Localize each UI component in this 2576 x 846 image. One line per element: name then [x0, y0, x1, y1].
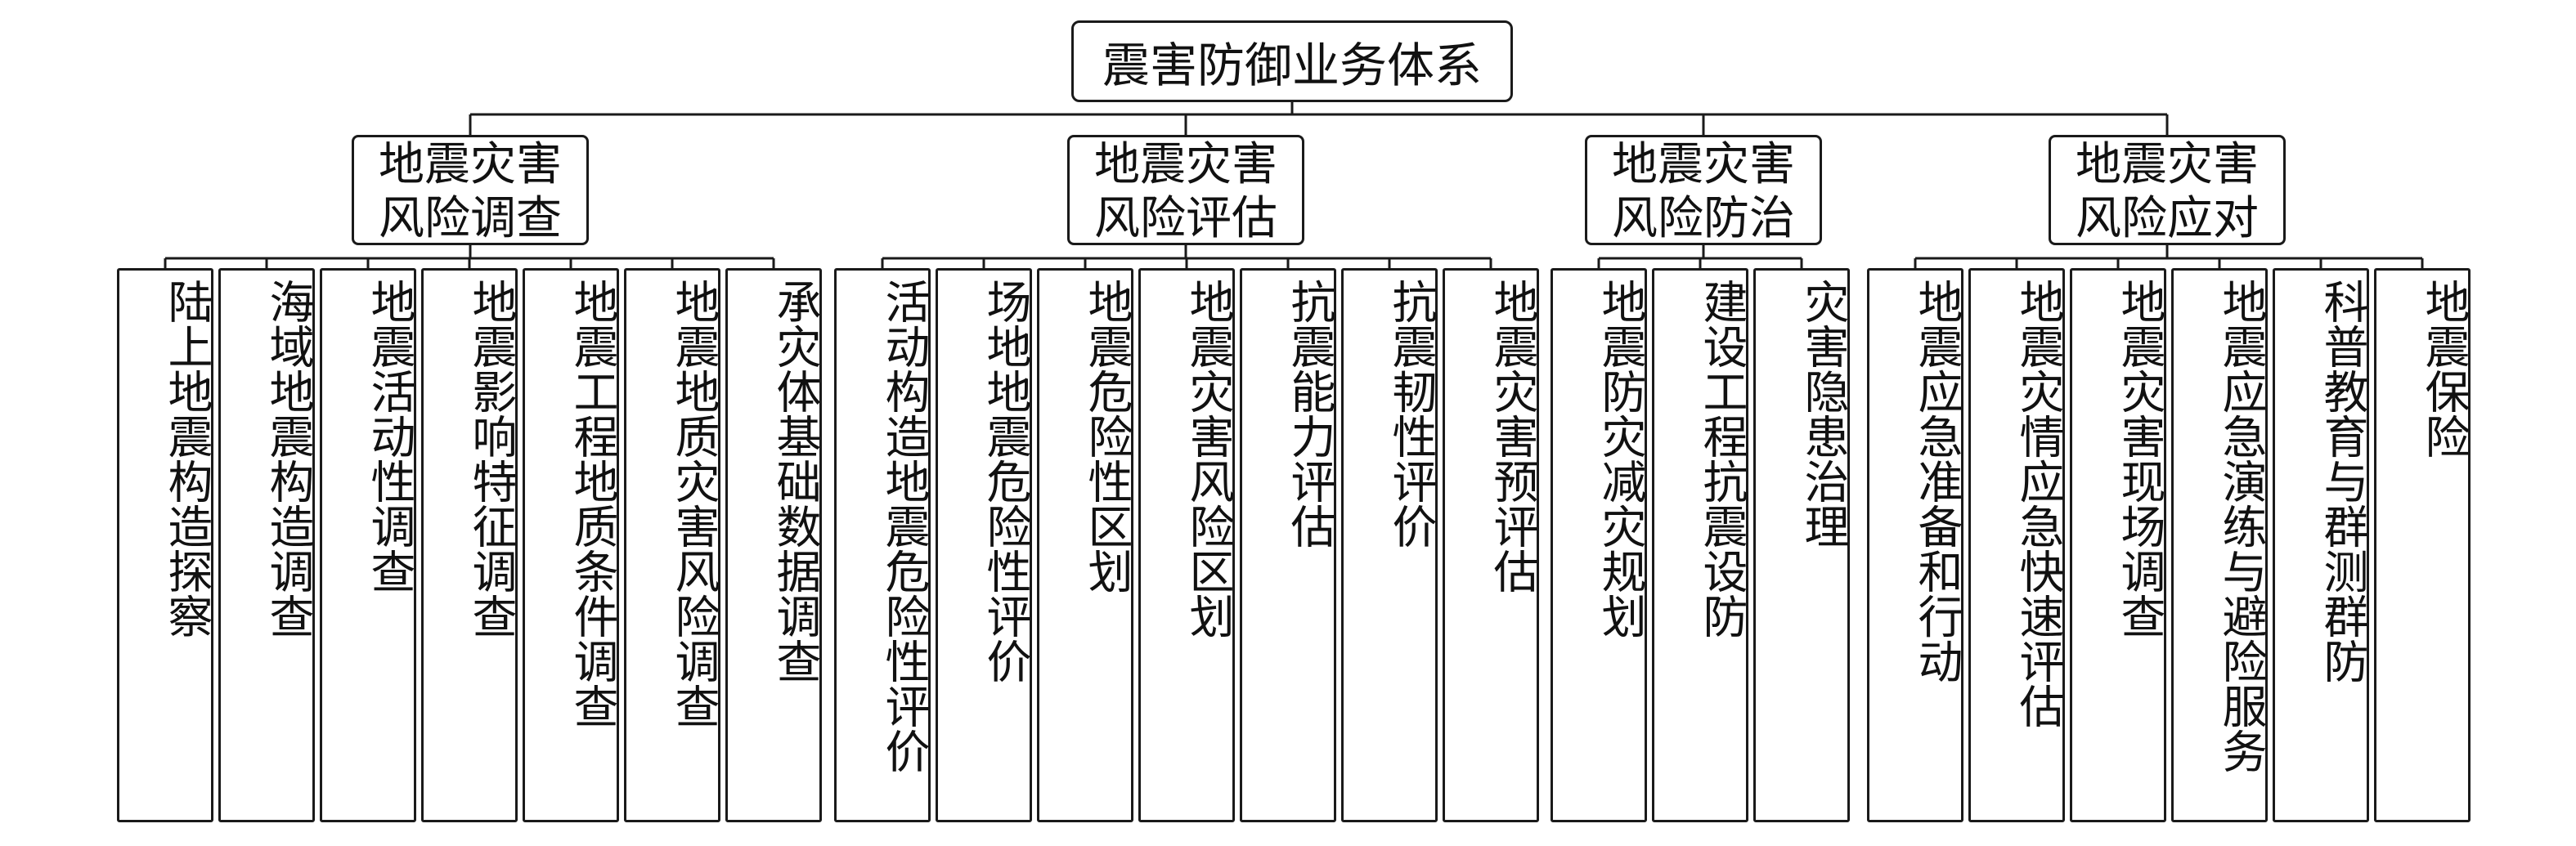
leaf-label: 海域地震构造调查	[262, 279, 314, 638]
root-node: 震害防御业务体系	[1071, 20, 1513, 102]
leaf-label: 活动构造地震危险性评价	[877, 279, 930, 773]
leaf-node: 地震防灾减灾规划	[1551, 268, 1647, 822]
leaf-label: 科普教育与群测群防	[2316, 279, 2368, 683]
leaf-label: 承灾体基础数据调查	[769, 279, 821, 683]
leaf-node: 承灾体基础数据调查	[725, 268, 822, 822]
leaf-node: 地震工程地质条件调查	[523, 268, 619, 822]
leaf-label: 地震保险	[2417, 279, 2470, 459]
leaf-node: 地震灾害现场调查	[2070, 268, 2166, 822]
leaf-node: 地震保险	[2374, 268, 2471, 822]
leaf-node: 地震活动性调查	[320, 268, 416, 822]
leaf-label: 场地地震危险性评价	[979, 279, 1031, 683]
leaf-node: 陆上地震构造探察	[117, 268, 213, 822]
leaf-node: 活动构造地震危险性评价	[834, 268, 931, 822]
leaf-label: 地震工程地质条件调查	[566, 279, 618, 728]
leaf-node: 灾害隐患治理	[1753, 268, 1850, 822]
leaf-node: 地震影响特征调查	[421, 268, 518, 822]
leaf-node: 建设工程抗震设防	[1652, 268, 1748, 822]
category-node-response: 地震灾害 风险应对	[2049, 135, 2286, 245]
category-node-survey: 地震灾害 风险调查	[352, 135, 589, 245]
leaf-label: 地震灾害现场调查	[2113, 279, 2165, 638]
leaf-node: 地震灾害预评估	[1443, 268, 1539, 822]
leaf-node: 科普教育与群测群防	[2273, 268, 2369, 822]
category-node-prevention: 地震灾害 风险防治	[1585, 135, 1822, 245]
leaf-label: 建设工程抗震设防	[1695, 279, 1748, 638]
category-node-assessment: 地震灾害 风险评估	[1067, 135, 1304, 245]
category-label: 地震灾害 风险评估	[1094, 137, 1277, 245]
leaf-node: 地震灾情应急快速评估	[1968, 268, 2065, 822]
leaf-node: 地震应急准备和行动	[1867, 268, 1963, 822]
leaf-node: 地震地质灾害风险调查	[624, 268, 720, 822]
category-label: 地震灾害 风险调查	[379, 137, 562, 245]
leaf-label: 地震应急演练与避险服务	[2215, 279, 2267, 773]
leaf-label: 地震灾害风险区划	[1182, 279, 1234, 638]
category-label: 地震灾害 风险防治	[1612, 137, 1795, 245]
leaf-label: 地震防灾减灾规划	[1594, 279, 1646, 638]
leaf-label: 地震灾害预评估	[1486, 279, 1538, 593]
leaf-node: 地震危险性区划	[1037, 268, 1133, 822]
leaf-label: 陆上地震构造探察	[160, 279, 213, 638]
leaf-label: 地震地质灾害风险调查	[667, 279, 720, 728]
leaf-label: 抗震能力评估	[1283, 279, 1335, 548]
leaf-node: 海域地震构造调查	[218, 268, 315, 822]
leaf-label: 地震活动性调查	[363, 279, 415, 593]
leaf-label: 地震灾情应急快速评估	[2012, 279, 2064, 728]
leaf-node: 抗震能力评估	[1240, 268, 1336, 822]
leaf-node: 抗震韧性评价	[1341, 268, 1438, 822]
root-node-label: 震害防御业务体系	[1102, 38, 1482, 93]
leaf-label: 灾害隐患治理	[1797, 279, 1849, 548]
leaf-node: 场地地震危险性评价	[936, 268, 1032, 822]
leaf-label: 地震影响特征调查	[464, 279, 517, 638]
leaf-label: 地震应急准备和行动	[1910, 279, 1963, 683]
leaf-label: 抗震韧性评价	[1384, 279, 1437, 548]
leaf-node: 地震应急演练与避险服务	[2171, 268, 2268, 822]
leaf-node: 地震灾害风险区划	[1138, 268, 1235, 822]
leaf-label: 地震危险性区划	[1080, 279, 1133, 593]
category-label: 地震灾害 风险应对	[2076, 137, 2259, 245]
